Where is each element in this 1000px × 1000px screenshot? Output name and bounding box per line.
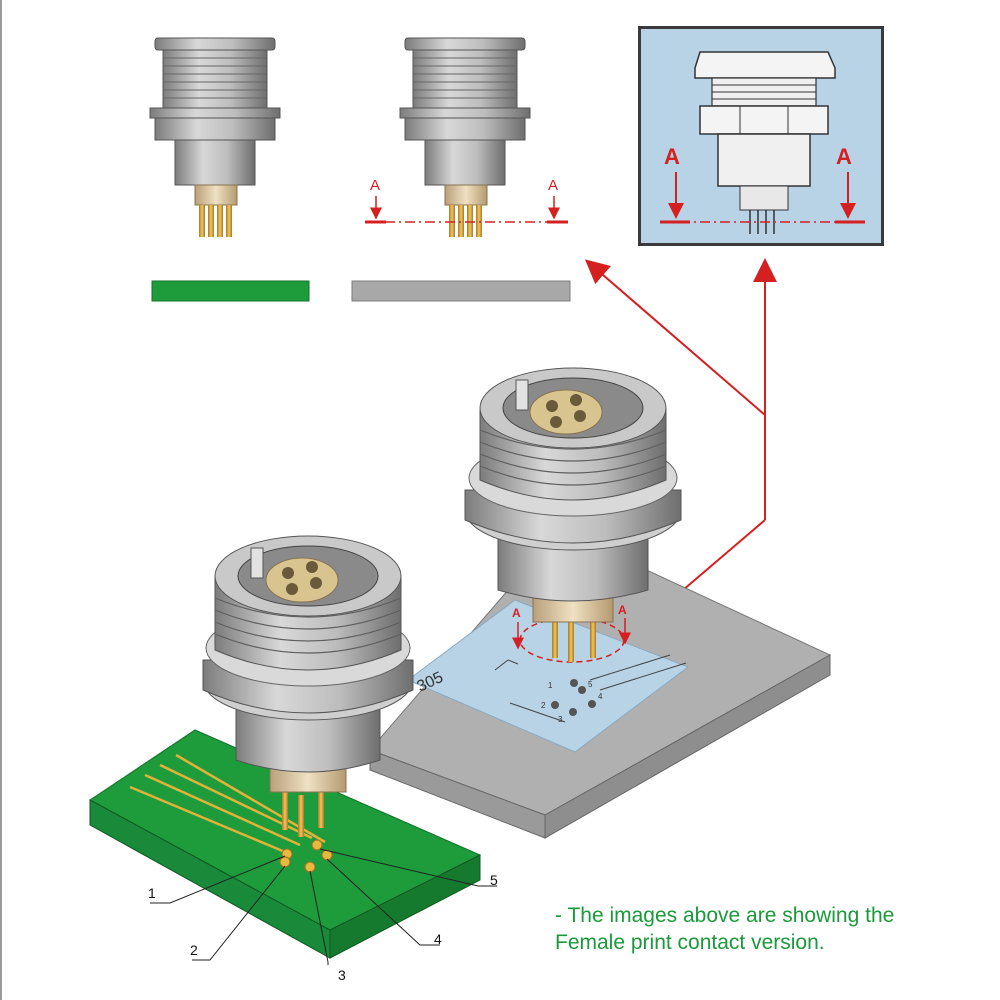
pcb-pads <box>279 839 333 873</box>
callout-4: 4 <box>434 931 442 947</box>
gray-mounting-plate <box>369 529 832 839</box>
callout-leaders <box>150 848 497 965</box>
panel-label-left: A <box>664 144 680 169</box>
plate-pad-number: 3 <box>558 715 563 724</box>
plate-pad-number: 1 <box>548 681 553 690</box>
panel-strip <box>351 280 571 302</box>
callout-1: 1 <box>148 885 156 901</box>
pcb-strip <box>151 280 310 302</box>
detail-panel <box>638 26 884 246</box>
plate-pad-number: 5 <box>588 680 593 689</box>
side-view-panel-connector <box>399 37 531 237</box>
panel-label-right: A <box>836 144 852 169</box>
plate-label-left: A <box>512 606 521 620</box>
section-label-left: A <box>370 177 380 194</box>
callout-3: 3 <box>338 967 346 983</box>
plate-pad-number: 4 <box>598 692 603 701</box>
section-label-right: A <box>548 177 558 194</box>
pcb-connector-3d <box>202 535 414 837</box>
note-line-2: Female print contact version. <box>555 931 825 954</box>
page-left-border <box>0 0 2 1000</box>
plate-label-right: A <box>618 603 627 617</box>
plate-pad-number: 2 <box>541 701 546 710</box>
female-contact-note: - The images above are showing the Femal… <box>555 902 985 956</box>
side-view-pcb-connector <box>149 37 281 237</box>
callout-2: 2 <box>190 942 198 958</box>
note-line-1: - The images above are showing the <box>555 904 895 927</box>
callout-5: 5 <box>490 872 498 888</box>
plate-connector-3d <box>464 367 682 662</box>
